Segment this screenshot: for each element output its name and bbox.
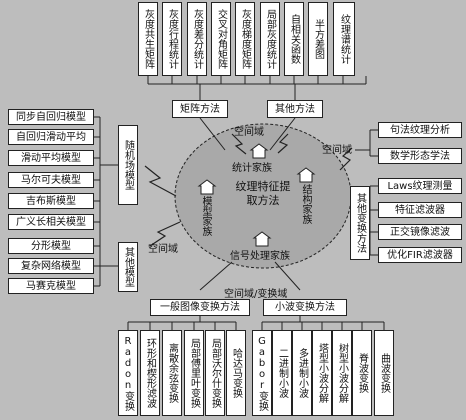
box-tree-wavelet: 树型小波分解 [332, 330, 352, 416]
box-autocorr: 自相关函数 [284, 2, 304, 76]
box-syntactic: 句法纹理分析 [378, 122, 462, 138]
box-gray-run: 灰度行程统计 [162, 2, 182, 76]
domain-label-bottom: 空间域/变换域 [224, 289, 288, 300]
box-local-gray: 局部灰度统计 [260, 2, 280, 76]
box-fractal: 分形模型 [8, 238, 94, 254]
method-other-transform: 其他变换方法 [350, 186, 370, 260]
model-family-label: 模型家族 [200, 196, 211, 236]
box-dyadic-wavelet: 二进制小波 [272, 330, 292, 416]
method-other-top: 其他方法 [267, 100, 323, 118]
box-ma: 滑动平均模型 [8, 150, 94, 166]
box-pyramid-wavelet: 塔型小波分解 [312, 330, 332, 416]
box-laws: Laws纹理测量 [378, 178, 462, 194]
method-random-field: 随机场模型 [118, 125, 138, 205]
box-texture-spectrum: 纹理谱统计 [333, 2, 355, 76]
signal-family-label: 信号处理家族 [230, 251, 290, 262]
box-dct: 离散余弦变换 [162, 330, 182, 416]
box-fir: 优化FIR滤波器 [378, 247, 462, 263]
box-semivariogram: 半方差图 [308, 2, 328, 76]
box-qmf: 正交镜像滤波 [378, 224, 462, 240]
box-arma: 自回归滑动平均 [8, 129, 94, 145]
box-sar: 同步自回归模型 [8, 109, 94, 125]
stat-family-label: 统计家族 [232, 163, 272, 174]
box-mary-wavelet: 多进制小波 [292, 330, 312, 416]
method-wavelet: 小波变换方法 [263, 299, 347, 316]
domain-label-top: 空间域 [234, 127, 264, 138]
method-other-model: 其他模型 [118, 242, 138, 292]
box-radon: Radon变换 [118, 330, 138, 416]
box-morphology: 数学形态学法 [378, 148, 462, 164]
center-title: 纹理特征提取方法 [235, 180, 291, 207]
box-eigenfilter: 特征滤波器 [378, 202, 462, 218]
box-ridgelet: 脊波变换 [352, 330, 372, 416]
box-gibbs: 吉布斯模型 [8, 193, 94, 209]
box-mosaic: 马赛克模型 [8, 278, 94, 294]
box-curvelet: 曲波变换 [374, 330, 394, 416]
struct-family-label: 结构家族 [300, 184, 311, 224]
box-glcm: 灰度共生矩阵 [138, 2, 158, 76]
domain-label-right: 空间域 [322, 145, 352, 156]
method-matrix: 矩阵方法 [172, 100, 228, 118]
box-complex-network: 复杂网络模型 [8, 258, 94, 274]
box-local-fourier: 局部傅里叶变换 [184, 330, 204, 416]
domain-label-left: 空间域 [148, 244, 178, 255]
box-ring-wedge: 环形和楔形滤波 [140, 330, 160, 416]
box-cross-diag: 交叉对角矩阵 [211, 2, 231, 76]
box-local-walsh: 局部沃尔什变换 [205, 330, 225, 416]
box-hadamard: 哈达马变换 [226, 330, 246, 416]
box-markov: 马尔可夫模型 [8, 172, 94, 188]
box-gray-diff: 灰度差分统计 [187, 2, 207, 76]
box-gabor: Gabor变换 [252, 330, 272, 416]
method-general-transform: 一般图像变换方法 [150, 299, 250, 316]
box-long-corr: 广义长相关模型 [8, 214, 94, 230]
box-gray-gradient: 灰度梯度矩阵 [235, 2, 255, 76]
